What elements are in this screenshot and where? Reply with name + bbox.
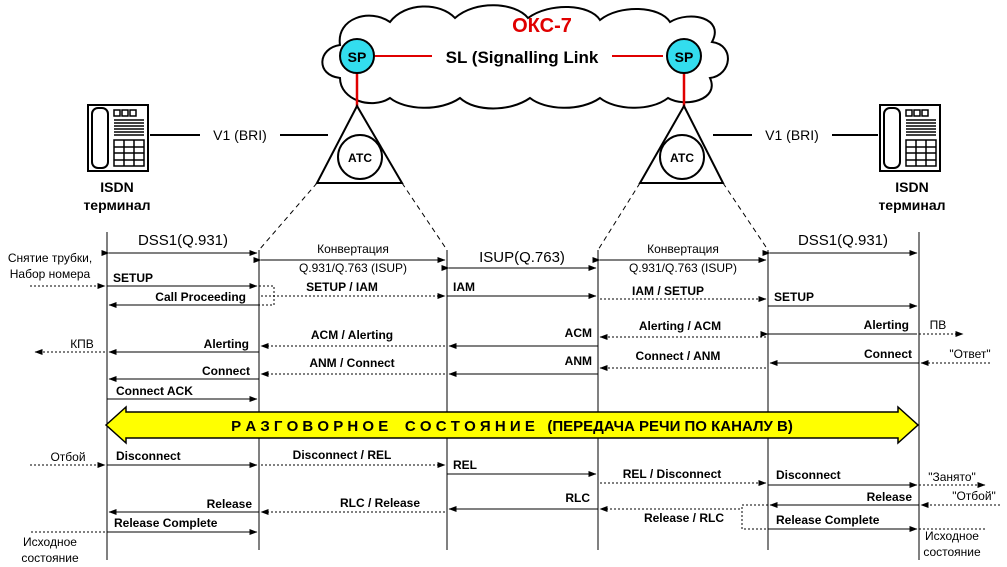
exchange-left: АТС <box>315 103 404 184</box>
msg-release-rlc: Release / RLC <box>644 511 724 525</box>
conversation-state-banner: Р А З Г О В О Р Н О Е С О С Т О Я Н И Е … <box>104 405 920 445</box>
msg-setup-iam: SETUP / IAM <box>306 280 378 294</box>
msg-connect-left: Connect <box>202 364 250 378</box>
msg-disconnect-rel: Disconnect / REL <box>293 448 392 462</box>
exchange-right-label: АТС <box>670 151 694 165</box>
conversion-left-line2: Q.931/Q.763 (ISUP) <box>299 261 407 275</box>
protocol-spans: DSS1(Q.931) Конвертация Q.931/Q.763 (ISU… <box>101 232 918 275</box>
msg-disconnect-right: Disconnect <box>776 468 841 482</box>
bri-link-right-label: V1 (BRI) <box>765 127 819 143</box>
note-idle-left-2: состояние <box>21 551 79 565</box>
msg-connect-ack: Connect ACK <box>116 384 193 398</box>
terminal-right-label-line1: ISDN <box>895 179 928 195</box>
note-idle-right-1: Исходное <box>925 529 979 543</box>
conversation-state-label: Р А З Г О В О Р Н О Е С О С Т О Я Н И Е … <box>231 418 793 435</box>
protocol-middle: ISUP(Q.763) <box>479 249 565 266</box>
note-busy: "Занято" <box>928 470 976 484</box>
msg-alerting-acm: Alerting / ACM <box>639 319 721 333</box>
msg-disconnect-left: Disconnect <box>116 449 181 463</box>
msg-setup-left: SETUP <box>113 271 153 285</box>
msg-alerting-left: Alerting <box>204 337 249 351</box>
ss7-cloud: ОКС-7 SL (Signalling Link SP SP <box>321 4 729 112</box>
note-pv: ПВ <box>930 318 947 332</box>
terminal-right-label-line2: терминал <box>878 197 945 213</box>
message-labels: Снятие трубки, Набор номера SETUP Call P… <box>8 251 996 565</box>
sp-right-label: SP <box>675 49 694 65</box>
ss7-title: ОКС-7 <box>512 15 572 37</box>
msg-acm: ACM <box>565 326 592 340</box>
protocol-left: DSS1(Q.931) <box>138 232 228 249</box>
sp-right-node <box>666 38 702 74</box>
signalling-link-label: SL (Signalling Link <box>446 48 599 67</box>
msg-iam-setup: IAM / SETUP <box>632 284 704 298</box>
msg-release-complete-right: Release Complete <box>776 513 880 527</box>
conversion-right-line1: Конвертация <box>647 242 719 256</box>
note-hangup-right: "Отбой" <box>952 489 996 503</box>
msg-release-complete-left: Release Complete <box>114 516 218 530</box>
msg-call-proceeding: Call Proceeding <box>155 290 246 304</box>
note-answer: "Ответ" <box>949 347 990 361</box>
isdn-terminal-right: ISDN терминал <box>878 104 946 213</box>
terminal-left-label-line2: терминал <box>83 197 150 213</box>
terminal-left-label-line1: ISDN <box>100 179 133 195</box>
sp-left-label: SP <box>348 49 367 65</box>
msg-rel-disconnect: REL / Disconnect <box>623 467 721 481</box>
msg-connect-right: Connect <box>864 347 912 361</box>
msg-connect-anm: Connect / ANM <box>636 349 721 363</box>
isdn-terminal-left: ISDN терминал <box>83 104 151 213</box>
msg-rel: REL <box>453 458 477 472</box>
msg-iam: IAM <box>453 280 475 294</box>
msg-alerting-right: Alerting <box>864 318 909 332</box>
note-hangup-left: Отбой <box>50 450 85 464</box>
exchange-projection-lines <box>258 182 769 251</box>
note-lift-2: Набор номера <box>10 267 91 281</box>
bri-link-left-label: V1 (BRI) <box>213 127 267 143</box>
note-idle-left-1: Исходное <box>23 535 77 549</box>
note-idle-right-2: состояние <box>923 545 981 559</box>
msg-release-left: Release <box>207 497 253 511</box>
exchange-right: АТС <box>638 103 725 184</box>
msg-rlc-release: RLC / Release <box>340 496 420 510</box>
exchange-left-label: АТС <box>348 151 372 165</box>
note-kpv: КПВ <box>70 337 94 351</box>
msg-rlc: RLC <box>565 491 590 505</box>
note-lift-1: Снятие трубки, <box>8 251 92 265</box>
msg-acm-alerting: ACM / Alerting <box>311 328 393 342</box>
conversion-left-line1: Конвертация <box>317 242 389 256</box>
protocol-right: DSS1(Q.931) <box>798 232 888 249</box>
sp-left-node <box>339 38 375 74</box>
message-arrows <box>30 283 1000 535</box>
msg-setup-right: SETUP <box>774 290 814 304</box>
msg-anm-connect: ANM / Connect <box>309 356 394 370</box>
msg-anm: ANM <box>565 354 592 368</box>
conversion-right-line2: Q.931/Q.763 (ISUP) <box>629 261 737 275</box>
msg-release-right: Release <box>867 490 913 504</box>
